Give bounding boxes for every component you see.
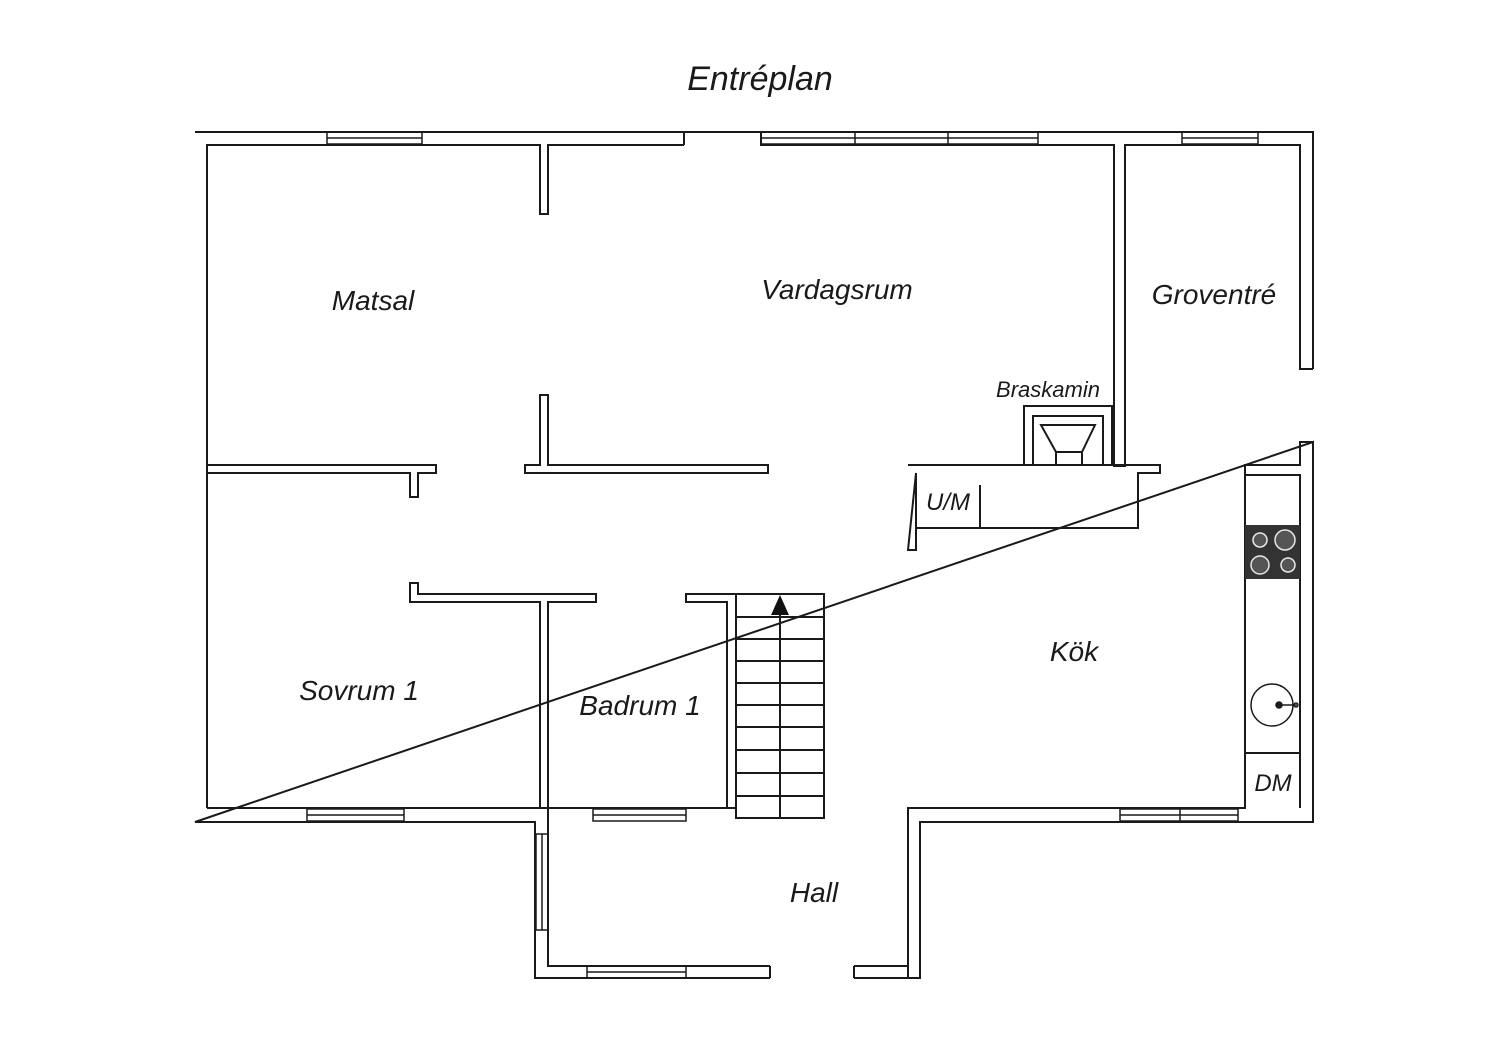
room-label-sovrum: Sovrum 1 (299, 675, 419, 706)
windows (306, 131, 1259, 979)
outer-wall-outer (194, 131, 1314, 979)
room-label-vardagsrum: Vardagsrum (761, 274, 912, 305)
room-label-matsal: Matsal (332, 285, 415, 316)
stair-arrow-icon (771, 595, 789, 615)
wall-fireplace (906, 464, 1161, 551)
wall-matsal-vardagsrum (524, 394, 769, 474)
label-dm: DM (1254, 770, 1291, 797)
sink-icon (1250, 683, 1299, 727)
room-label-badrum: Badrum 1 (579, 690, 700, 721)
room-label-hall: Hall (790, 877, 839, 908)
room-label-kok: Kök (1050, 636, 1100, 667)
hall-door-jambs (769, 966, 855, 978)
label-um: U/M (926, 489, 970, 516)
wall-sovrum-corridor (409, 582, 597, 809)
room-label-groventre: Groventré (1152, 279, 1277, 310)
fireplace-inner (1032, 415, 1104, 466)
plan-title: Entréplan (687, 60, 833, 98)
kitchen-counter (1245, 474, 1301, 808)
wall-bottom-rooms (207, 807, 736, 822)
staircase (735, 593, 825, 819)
stove-icon (1245, 525, 1300, 579)
fireplace-box (1023, 405, 1113, 466)
outer-wall-inner (206, 132, 1313, 978)
label-braskamin: Braskamin (996, 377, 1100, 402)
wall-matsal-sovrum (207, 464, 437, 498)
fireplace-hood-icon (1039, 424, 1097, 465)
hall-door-gap (770, 965, 854, 979)
